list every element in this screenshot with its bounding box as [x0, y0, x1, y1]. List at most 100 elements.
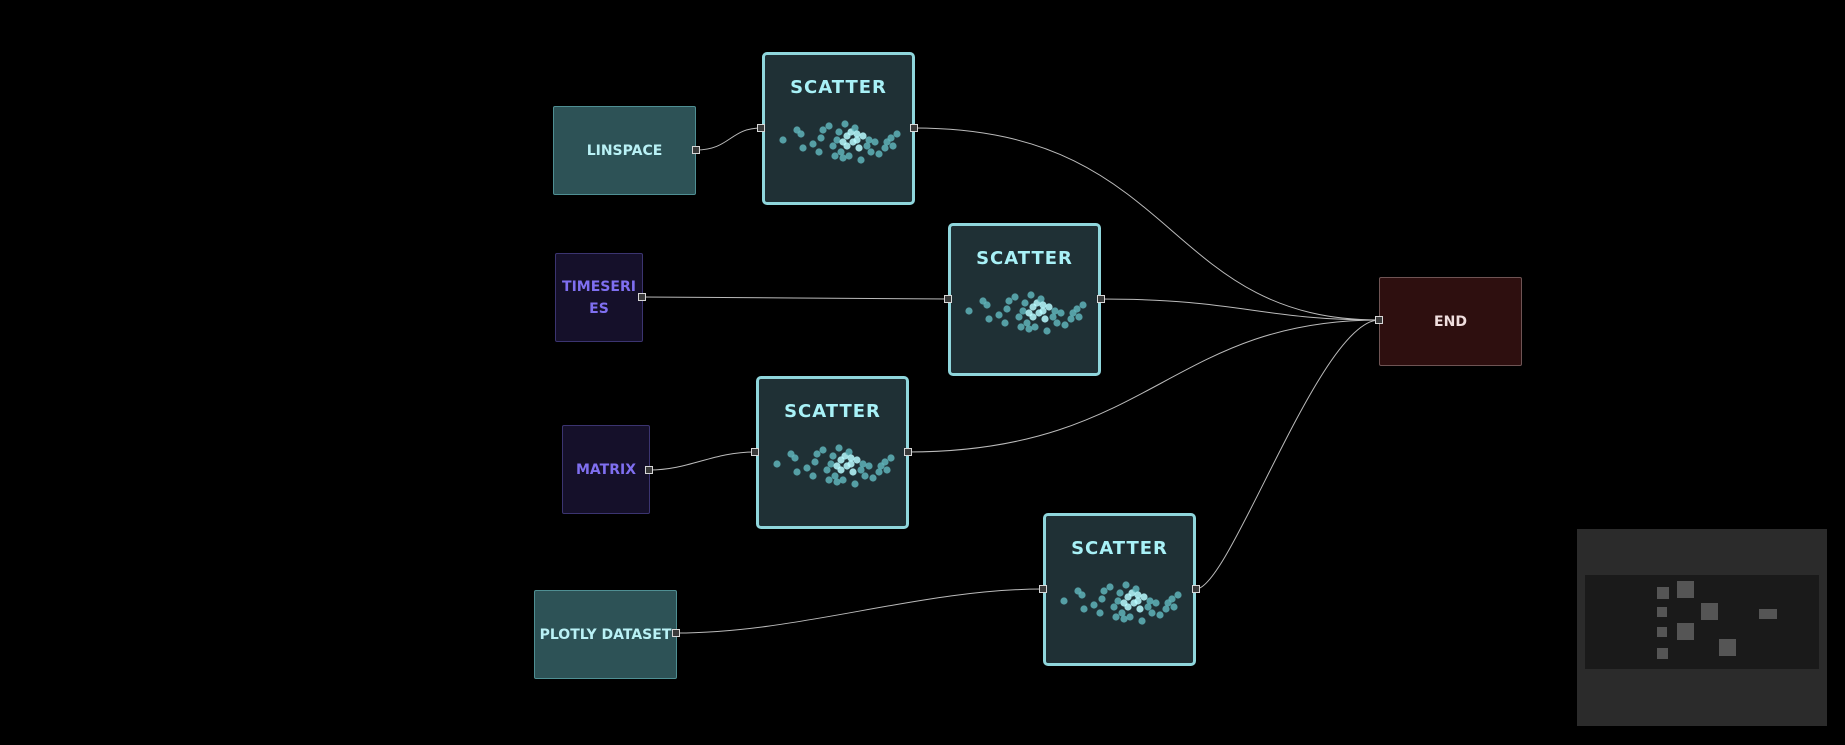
matrix-output-port[interactable] — [645, 466, 653, 474]
scatter-preview-dot — [1004, 297, 1013, 305]
scatter-preview-dot — [860, 472, 869, 480]
scatter-preview-dot — [1111, 613, 1120, 621]
scatter-preview-dot — [828, 142, 837, 150]
scatter-1-output-port[interactable] — [910, 124, 918, 132]
scatter-preview-dot — [1028, 313, 1037, 321]
scatter-preview-dot — [1077, 591, 1086, 599]
scatter-preview-dot — [1016, 323, 1025, 331]
minimap-node — [1719, 639, 1736, 656]
scatter-preview-dot — [964, 307, 973, 315]
node-plotly-dataset[interactable]: PLOTLY DATASET — [534, 590, 677, 679]
scatter-preview-dot — [886, 134, 895, 142]
scatter-preview-dot — [796, 130, 805, 138]
scatter-preview-dot — [888, 142, 897, 150]
node-end[interactable]: END — [1379, 277, 1522, 366]
scatter-preview-dot — [1145, 597, 1154, 605]
scatter-preview-dot — [838, 476, 847, 484]
scatter-preview-dot — [1040, 315, 1049, 323]
scatter-preview-dot — [1050, 307, 1059, 315]
plotly-output-port[interactable] — [672, 629, 680, 637]
scatter-preview-dot — [848, 468, 857, 476]
scatter-preview-dot — [1137, 617, 1146, 625]
node-scatter-3[interactable]: SCATTER — [756, 376, 909, 529]
minimap-node — [1759, 609, 1777, 619]
edge-scatter4-end — [1195, 319, 1380, 590]
scatter-preview-dot — [1133, 597, 1142, 605]
minimap-node — [1657, 587, 1669, 599]
node-timeseries[interactable]: TIMESERI ES — [555, 253, 643, 342]
scatter-preview-dot — [880, 458, 889, 466]
scatter-preview-dot — [832, 136, 841, 144]
scatter-preview-dot — [1002, 305, 1011, 313]
edge-linspace-scatter1 — [695, 127, 762, 151]
scatter-preview-dot — [842, 142, 851, 150]
scatter-preview-dot — [836, 148, 845, 156]
scatter-preview-dot — [1042, 327, 1051, 335]
scatter-preview-dot — [1060, 321, 1069, 329]
scatter-preview-dot — [1173, 591, 1182, 599]
scatter-4-title: SCATTER — [1071, 538, 1168, 559]
scatter-4-input-port[interactable] — [1039, 585, 1047, 593]
scatter-preview-dot — [1097, 595, 1106, 603]
scatter-1-input-port[interactable] — [757, 124, 765, 132]
node-scatter-2[interactable]: SCATTER — [948, 223, 1101, 376]
scatter-preview-dot — [808, 472, 817, 480]
scatter-preview-dot — [1066, 315, 1075, 323]
node-scatter-1[interactable]: SCATTER — [762, 52, 915, 205]
scatter-preview-dot — [1109, 603, 1118, 611]
scatter-preview-dot — [858, 460, 867, 468]
scatter-preview-dot — [1036, 295, 1045, 303]
scatter-preview-dot — [1010, 293, 1019, 301]
scatter-3-input-port[interactable] — [751, 448, 759, 456]
scatter-preview-dot — [1113, 597, 1122, 605]
scatter-preview-dot — [1044, 303, 1053, 311]
scatter-preview-dot — [1125, 613, 1134, 621]
scatter-preview-dot — [1151, 599, 1160, 607]
timeseries-output-port[interactable] — [638, 293, 646, 301]
scatter-preview-dot — [1030, 323, 1039, 331]
scatter-preview-dot — [824, 476, 833, 484]
scatter-preview-dot — [824, 122, 833, 130]
scatter-preview-dot — [840, 120, 849, 128]
minimap-viewport[interactable] — [1585, 575, 1819, 669]
scatter-preview-dot — [1079, 605, 1088, 613]
scatter-3-preview — [772, 444, 895, 488]
minimap-node — [1657, 627, 1667, 637]
node-matrix-label: MATRIX — [575, 461, 636, 478]
node-linspace[interactable]: LINSPACE — [553, 106, 696, 195]
scatter-preview-dot — [866, 148, 875, 156]
node-scatter-4[interactable]: SCATTER — [1043, 513, 1196, 666]
node-matrix[interactable]: MATRIX — [562, 425, 650, 514]
scatter-preview-dot — [778, 136, 787, 144]
end-input-port[interactable] — [1375, 316, 1383, 324]
scatter-preview-dot — [772, 460, 781, 468]
minimap-node — [1677, 581, 1694, 598]
scatter-4-output-port[interactable] — [1192, 585, 1200, 593]
scatter-preview-dot — [1024, 325, 1033, 333]
scatter-preview-dot — [1052, 319, 1061, 327]
minimap-node — [1657, 648, 1668, 659]
scatter-preview-dot — [1105, 583, 1114, 591]
scatter-preview-dot — [1143, 603, 1152, 611]
scatter-4-preview — [1059, 581, 1182, 625]
scatter-preview-dot — [1026, 291, 1035, 299]
scatter-3-output-port[interactable] — [904, 448, 912, 456]
scatter-2-output-port[interactable] — [1097, 295, 1105, 303]
node-linspace-label: LINSPACE — [586, 142, 663, 159]
scatter-preview-dot — [1161, 605, 1170, 613]
scatter-preview-dot — [1139, 593, 1148, 601]
linspace-output-port[interactable] — [692, 146, 700, 154]
scatter-preview-dot — [1089, 601, 1098, 609]
minimap[interactable] — [1577, 529, 1827, 726]
scatter-preview-dot — [826, 460, 835, 468]
scatter-preview-dot — [1119, 615, 1128, 623]
scatter-preview-dot — [1038, 301, 1047, 309]
scatter-preview-dot — [844, 448, 853, 456]
scatter-preview-dot — [834, 128, 843, 136]
scatter-preview-dot — [830, 152, 839, 160]
scatter-preview-dot — [1167, 595, 1176, 603]
scatter-preview-dot — [1115, 589, 1124, 597]
scatter-2-input-port[interactable] — [944, 295, 952, 303]
scatter-preview-dot — [852, 456, 861, 464]
